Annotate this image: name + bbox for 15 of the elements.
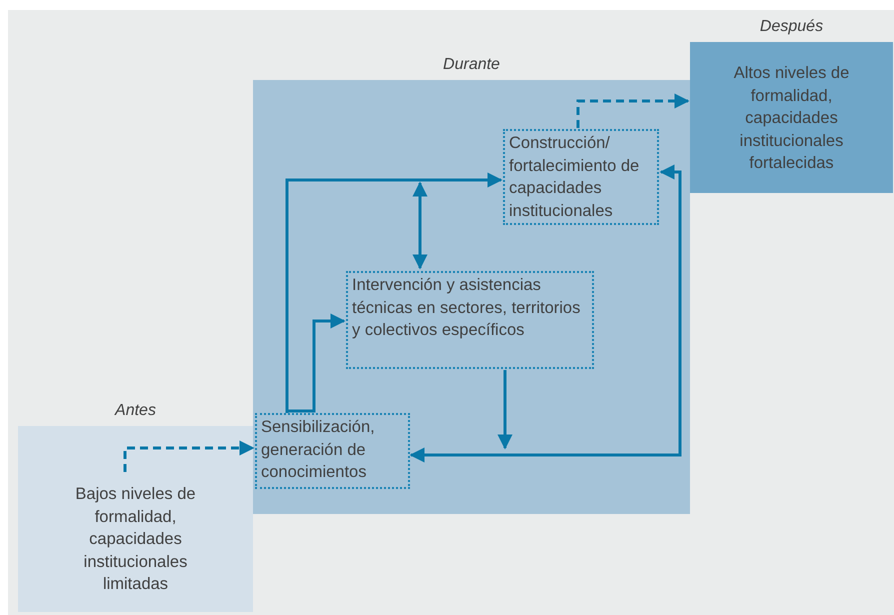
arrow (412, 182, 428, 270)
process-box: Intervención y asistencias técnicas en sectores, territorios y colectivos específicos (346, 271, 594, 369)
stage-description: Bajos niveles de formalidad, capacidades institucionales limitadas (74, 484, 197, 595)
arrow (124, 440, 254, 472)
arrow (576, 94, 690, 128)
arrow (287, 314, 346, 412)
stage-heading: Antes (113, 401, 157, 421)
arrow (498, 370, 512, 450)
stage-description: Altos niveles de formalidad, capacidades institucionales fortalecidas (732, 63, 850, 174)
arrow (286, 172, 502, 413)
stage-heading: Después (758, 17, 824, 37)
process-box: Construcción/ fortalecimiento de capacidades institucionales (503, 129, 659, 225)
stage-heading: Durante (442, 55, 501, 75)
process-box: Sensibilización, generación de conocimientos (255, 413, 410, 489)
arrow (410, 164, 682, 462)
